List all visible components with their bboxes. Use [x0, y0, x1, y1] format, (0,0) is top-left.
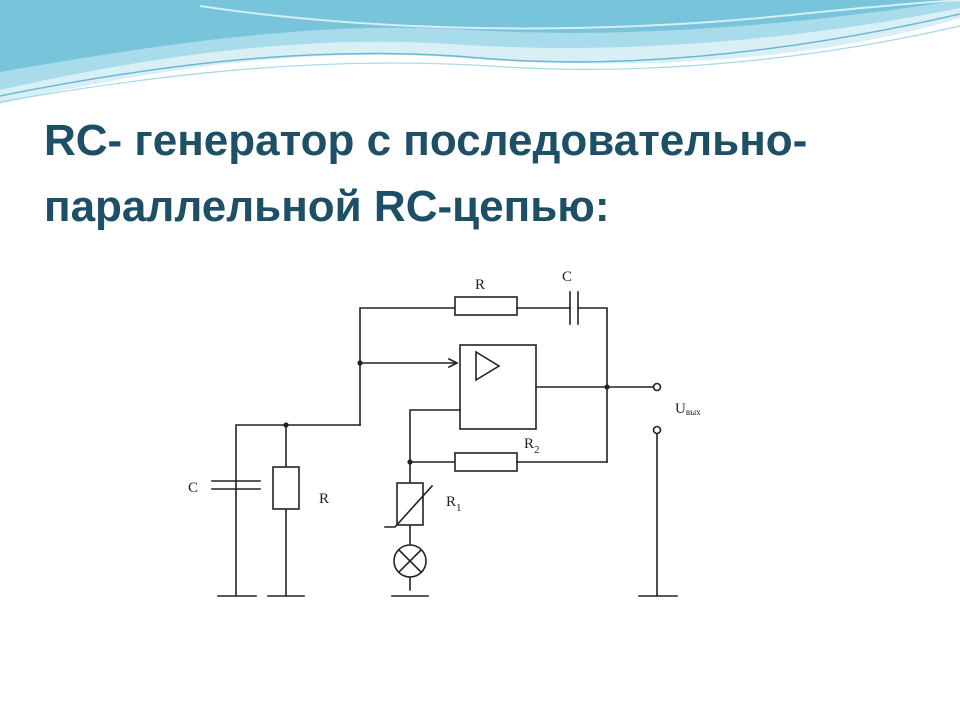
series-resistor [454, 296, 518, 316]
op-amp-body [459, 344, 537, 430]
label-u-sub: вых [686, 407, 701, 417]
junction-shunt [283, 422, 289, 428]
label-feedback-resistor: R2 [524, 436, 540, 456]
label-r1-main: R [446, 494, 456, 510]
label-r2-main: R [524, 436, 534, 452]
wave-line-1 [0, 13, 960, 97]
lamp-cross-2 [397, 548, 423, 574]
slide-title: RC- генератор с последовательно- паралле… [44, 108, 934, 240]
junction-input [357, 360, 363, 366]
label-output-voltage: Uвых [675, 401, 701, 417]
label-u-main: U [675, 401, 686, 417]
feedback-resistor-r2 [454, 452, 518, 472]
output-terminal-top [652, 382, 662, 392]
op-amp-icon [475, 350, 501, 382]
wire-top-left [359, 307, 456, 426]
wire-shunt-top [235, 424, 361, 597]
label-thermistor: R1 [446, 494, 462, 514]
output-terminal-bottom [652, 425, 662, 435]
shunt-resistor [272, 466, 300, 510]
junction-r2 [407, 459, 413, 465]
label-series-resistor: R [475, 277, 485, 293]
label-shunt-resistor: R [319, 491, 329, 507]
label-series-capacitor: C [562, 269, 572, 285]
thermistor-r1 [396, 482, 424, 526]
wave-line-2 [0, 25, 960, 103]
wave-dark [0, 0, 960, 72]
label-r1-sub: 1 [456, 502, 462, 514]
junction-output [604, 384, 610, 390]
thermistor-slash [384, 484, 434, 528]
title-line-1: RC- генератор с последовательно- [44, 116, 808, 165]
wire-top-right [577, 307, 608, 463]
wave-line-3 [199, 0, 960, 30]
label-r2-sub: 2 [534, 444, 540, 456]
label-shunt-capacitor: C [188, 480, 198, 496]
input-arrow [447, 357, 459, 369]
wire-inverting-input [409, 409, 461, 591]
title-line-2: параллельной RC-цепью: [44, 182, 610, 231]
